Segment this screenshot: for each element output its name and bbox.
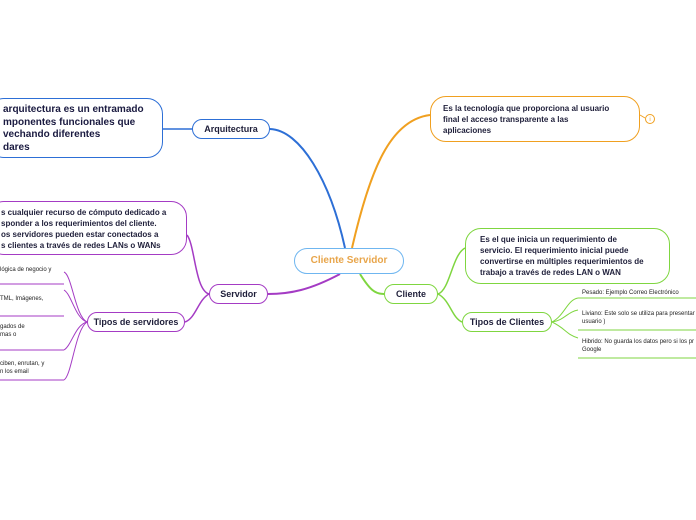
node-tipos-de-servidores[interactable]: Tipos de servidores	[87, 312, 185, 332]
servidor-type-3[interactable]: gados de mas o	[0, 324, 25, 338]
connector-servidor-def	[186, 234, 210, 295]
servidor-type-4[interactable]: ciben, enrutan, y n los email	[0, 361, 45, 375]
servidor-definition[interactable]: s cualquier recurso de cómputo dedicado …	[0, 201, 187, 255]
servidor-type-2[interactable]: TML, Imágenes,	[0, 296, 44, 302]
connector-cliente-types	[437, 293, 463, 323]
connector-cliente-def	[437, 247, 466, 295]
arquitectura-definition[interactable]: arquitectura es un entramado mponentes f…	[0, 98, 163, 158]
node-servidor[interactable]: Servidor	[209, 284, 268, 304]
connector-central-servidor	[267, 273, 341, 295]
info-badge-icon[interactable]: i	[645, 114, 655, 124]
aplicaciones-to-badge	[639, 114, 646, 119]
connector-central-aplicaciones	[351, 114, 431, 249]
node-cliente[interactable]: Cliente	[384, 284, 438, 304]
connector-central-arquitectura	[269, 128, 346, 249]
central-topic[interactable]: Cliente Servidor	[294, 248, 404, 274]
connector-servidor-types	[184, 293, 210, 323]
cliente-type-hibrido[interactable]: Hibrido: No guarda los datos pero si los…	[582, 339, 695, 353]
cliente-definition[interactable]: Es el que inicia un requerimiento de ser…	[465, 228, 670, 284]
node-tipos-de-clientes[interactable]: Tipos de Clientes	[462, 312, 552, 332]
node-arquitectura[interactable]: Arquitectura	[192, 119, 270, 139]
aplicaciones-definition[interactable]: Es la tecnología que proporciona al usua…	[430, 96, 640, 142]
connector-central-cliente	[359, 273, 385, 295]
servidor-type-1[interactable]: lógica de negocio y	[0, 267, 52, 273]
cliente-type-pesado[interactable]: Pesado: Ejemplo Correo Electrónico	[582, 290, 679, 296]
cliente-type-liviano[interactable]: Liviano: Este solo se utiliza para prese…	[582, 311, 695, 325]
